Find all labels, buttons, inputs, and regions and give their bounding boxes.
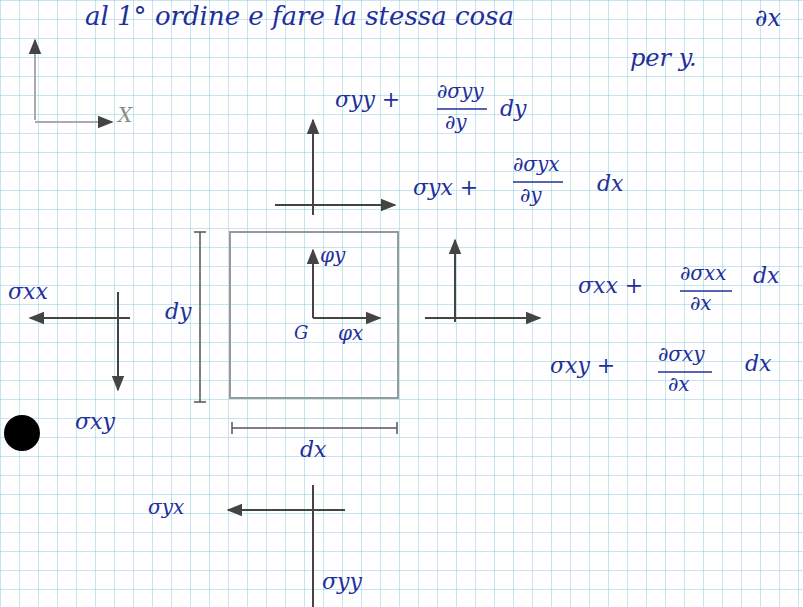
dimension-lines [194, 232, 397, 434]
hole-punch [4, 415, 40, 451]
stress-label: φx [338, 322, 363, 344]
stress-label: φy [320, 244, 345, 266]
fraction-bars [437, 109, 732, 372]
stress-label: dy [165, 300, 192, 324]
stress-label: ∂x [755, 5, 781, 31]
stress-label: ∂σxx [680, 262, 727, 284]
axes [35, 40, 112, 122]
stress-label: G [294, 323, 308, 343]
stress-label: ∂y [445, 111, 467, 133]
stress-label: dx [300, 438, 327, 462]
stress-label: ∂σyx [513, 153, 560, 175]
stress-label: ∂x [668, 373, 690, 395]
stress-arrows [30, 120, 540, 607]
stress-label: X [118, 104, 132, 126]
element-square [230, 232, 398, 398]
stress-label: dx [597, 172, 624, 196]
stress-label: dx [753, 264, 780, 288]
stress-label: σxx + [578, 274, 643, 298]
stress-label: σyy [322, 570, 362, 594]
stress-label: ∂x [690, 292, 712, 314]
stress-label: dx [745, 352, 772, 376]
stress-label: σyx [148, 496, 184, 518]
stress-label: σyy + [335, 88, 400, 112]
stress-label: al 1° ordine e fare la stessa cosa [85, 2, 514, 31]
stress-label: ∂σxy [658, 343, 705, 365]
stress-label: σxy [75, 410, 115, 434]
stress-label: dy [500, 97, 527, 121]
stress-label: ∂y [520, 184, 542, 206]
stress-label: σxx [8, 280, 48, 304]
stress-label: ∂σyy [437, 80, 484, 102]
stress-label: per y. [630, 45, 697, 71]
stress-label: σxy + [550, 354, 615, 378]
stress-label: σyx + [413, 176, 478, 200]
